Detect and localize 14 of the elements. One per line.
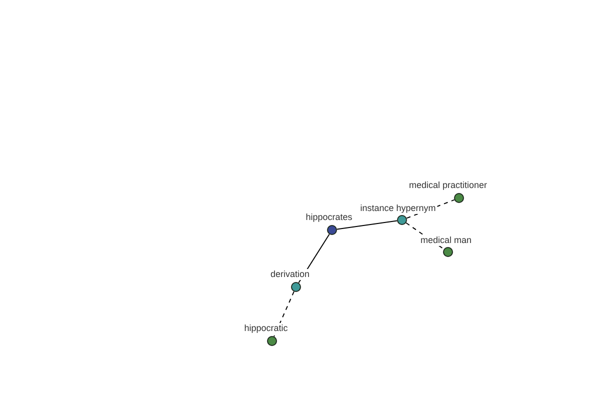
connector-line — [336, 220, 398, 230]
node-circle — [454, 193, 464, 203]
node-circle — [327, 225, 337, 235]
node-label: hippocrates — [304, 212, 354, 223]
node-circle — [443, 247, 453, 257]
node-label: medical practitioner — [408, 180, 488, 191]
node-circle — [291, 282, 301, 292]
node-label: hippocratic — [243, 323, 289, 334]
connector-line — [274, 291, 294, 337]
node-label: derivation — [269, 269, 311, 280]
node-circle — [397, 215, 407, 225]
node-label: medical man — [419, 235, 473, 246]
node-circle — [267, 336, 277, 346]
node-label: instance hypernym — [359, 203, 437, 214]
